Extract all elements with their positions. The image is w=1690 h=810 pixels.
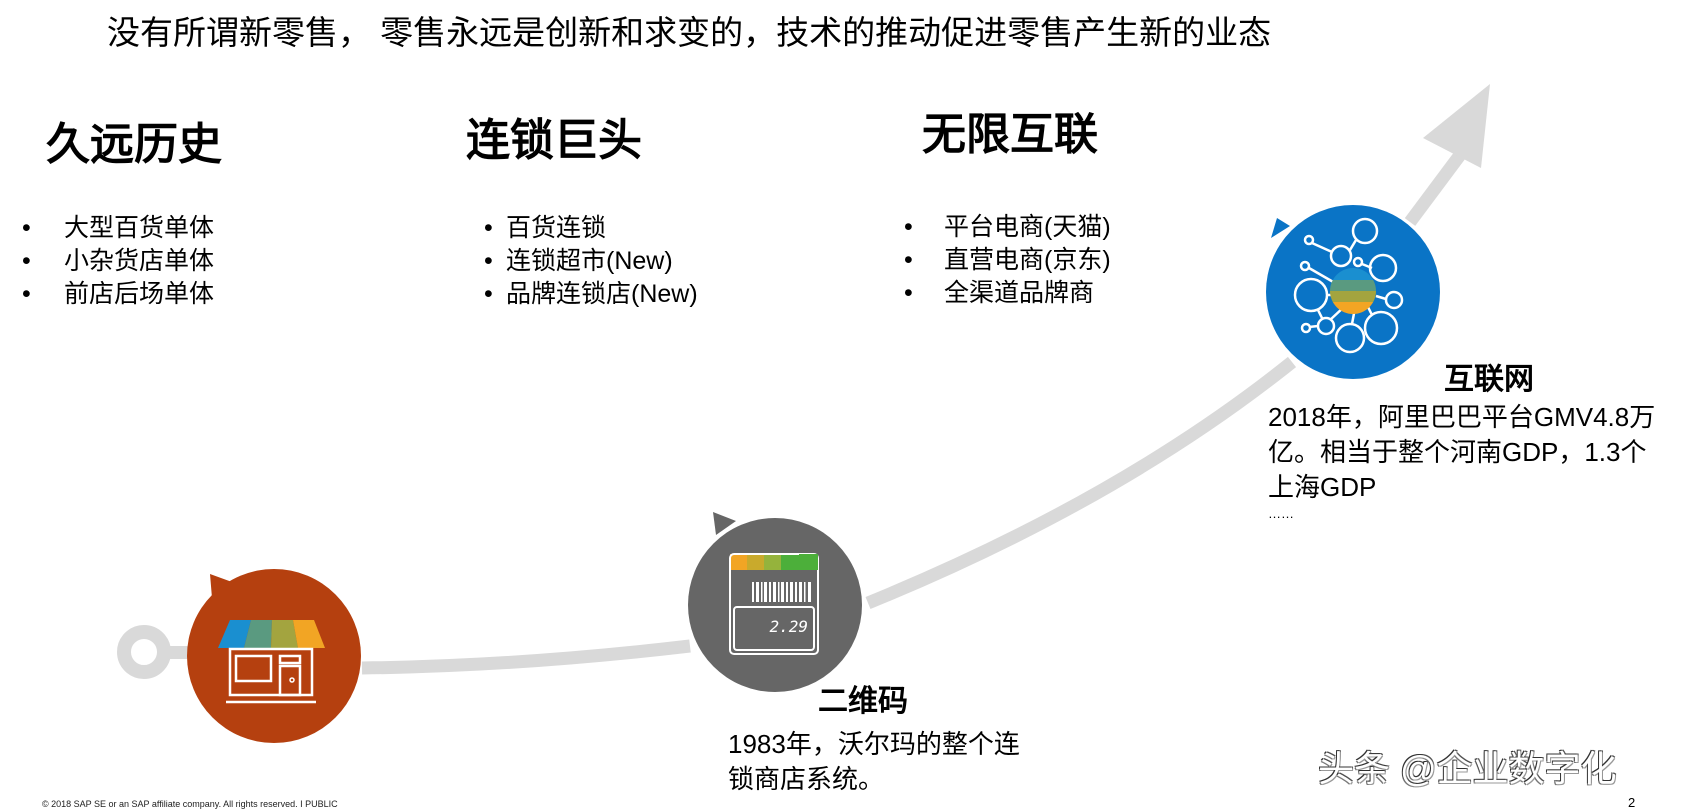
- bullet-icon: •: [484, 247, 493, 275]
- timeline-path-segment-1: [361, 639, 691, 675]
- barcode-scanner-icon: 2.29: [729, 553, 819, 655]
- slide-title: 没有所谓新零售， 零售永远是创新和求变的，技术的推动促进零售产生新的业态: [107, 14, 1272, 51]
- milestone-storefront: [187, 569, 361, 743]
- era-title-chain-giants: 连锁巨头: [466, 116, 642, 165]
- list-item: •大型百货单体: [22, 212, 214, 245]
- era-title-ancient-history: 久远历史: [46, 120, 222, 169]
- timeline-arrowhead-icon: [1423, 84, 1490, 168]
- watermark: 头条 @企业数字化: [1318, 748, 1617, 789]
- bullet-icon: •: [22, 280, 31, 308]
- network-core-icon: [1330, 268, 1376, 314]
- era-bullet-list-ancient-history: •大型百货单体 •小杂货店单体 •前店后场单体: [22, 212, 214, 311]
- bullet-icon: •: [484, 214, 493, 242]
- list-item: •小杂货店单体: [22, 245, 214, 278]
- bullet-icon: •: [904, 246, 913, 274]
- bullet-icon: •: [22, 214, 31, 242]
- era-bullet-list-chain-giants: •百货连锁 •连锁超市(New) •品牌连锁店(New): [484, 212, 698, 311]
- timeline-path-segment-3: [1404, 151, 1466, 226]
- list-item: •百货连锁: [484, 212, 698, 245]
- storefront-icon: [218, 620, 325, 704]
- milestone-title-internet: 互联网: [1444, 363, 1534, 396]
- timeline-path-segment-2: [865, 356, 1297, 610]
- bullet-icon: •: [22, 247, 31, 275]
- milestone-title-barcode: 二维码: [818, 685, 908, 718]
- list-item: •直营电商(京东): [904, 244, 1111, 277]
- page-number: 2: [1628, 795, 1636, 810]
- milestone-desc-barcode: 1983年，沃尔玛的整个连 锁商店系统。: [728, 729, 1020, 794]
- timeline-start-ring-icon: [117, 625, 188, 679]
- list-item: •连锁超市(New): [484, 245, 698, 278]
- bullet-icon: •: [904, 213, 913, 241]
- bullet-icon: •: [904, 279, 913, 307]
- milestone-desc-internet: 2018年，阿里巴巴平台GMV4.8万 亿。相当于整个河南GDP，1.3个 上海…: [1268, 402, 1656, 521]
- list-item: •平台电商(天猫): [904, 211, 1111, 244]
- milestone-network: [1266, 205, 1440, 379]
- list-item: •前店后场单体: [22, 278, 214, 311]
- copyright-footer: © 2018 SAP SE or an SAP affiliate compan…: [42, 799, 338, 809]
- milestone-barcode: 2.29: [688, 512, 862, 692]
- era-bullet-list-infinite-connectivity: •平台电商(天猫) •直营电商(京东) •全渠道品牌商: [904, 211, 1111, 310]
- scanner-display-value: 2.29: [769, 617, 808, 636]
- list-item: •品牌连锁店(New): [484, 278, 698, 311]
- bullet-icon: •: [484, 280, 493, 308]
- era-title-infinite-connectivity: 无限互联: [922, 110, 1098, 159]
- list-item: •全渠道品牌商: [904, 277, 1111, 310]
